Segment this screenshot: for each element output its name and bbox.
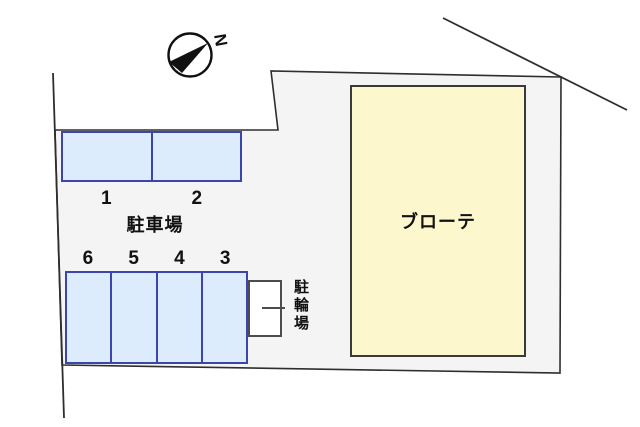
- parking-space-4: [155, 273, 201, 362]
- parking-area-title: 駐車場: [126, 215, 184, 235]
- parking-space-5-label: 5: [128, 248, 139, 269]
- west-boundary-line: [52, 72, 65, 419]
- parking-space-4-label: 4: [174, 248, 185, 269]
- parking-space-1: [63, 133, 151, 180]
- parking-row-top-labels: 1 2: [61, 189, 242, 209]
- parking-row-bottom: [65, 271, 248, 364]
- parking-space-3: [200, 273, 246, 362]
- compass-needle: [169, 43, 208, 73]
- parking-space-1-label: 1: [100, 188, 112, 209]
- northeast-boundary-line: [442, 17, 628, 111]
- parking-space-2: [150, 133, 241, 180]
- parking-space-5: [110, 273, 155, 362]
- parking-space-2-label: 2: [191, 188, 203, 209]
- parking-space-3-label: 3: [219, 248, 231, 269]
- compass: N: [167, 32, 231, 78]
- building-brote: ブローテ: [350, 85, 526, 357]
- bicycle-parking-label: 駐輪場: [292, 279, 309, 333]
- parking-row-bottom-labels: 6 5 4 3: [65, 249, 248, 269]
- parking-row-top: [61, 131, 242, 182]
- building-name-label: ブローテ: [400, 212, 476, 232]
- parking-space-6-label: 6: [82, 248, 94, 269]
- compass-north-label: N: [210, 32, 231, 47]
- bicycle-leader-line: [262, 307, 285, 309]
- parking-space-6: [67, 273, 110, 362]
